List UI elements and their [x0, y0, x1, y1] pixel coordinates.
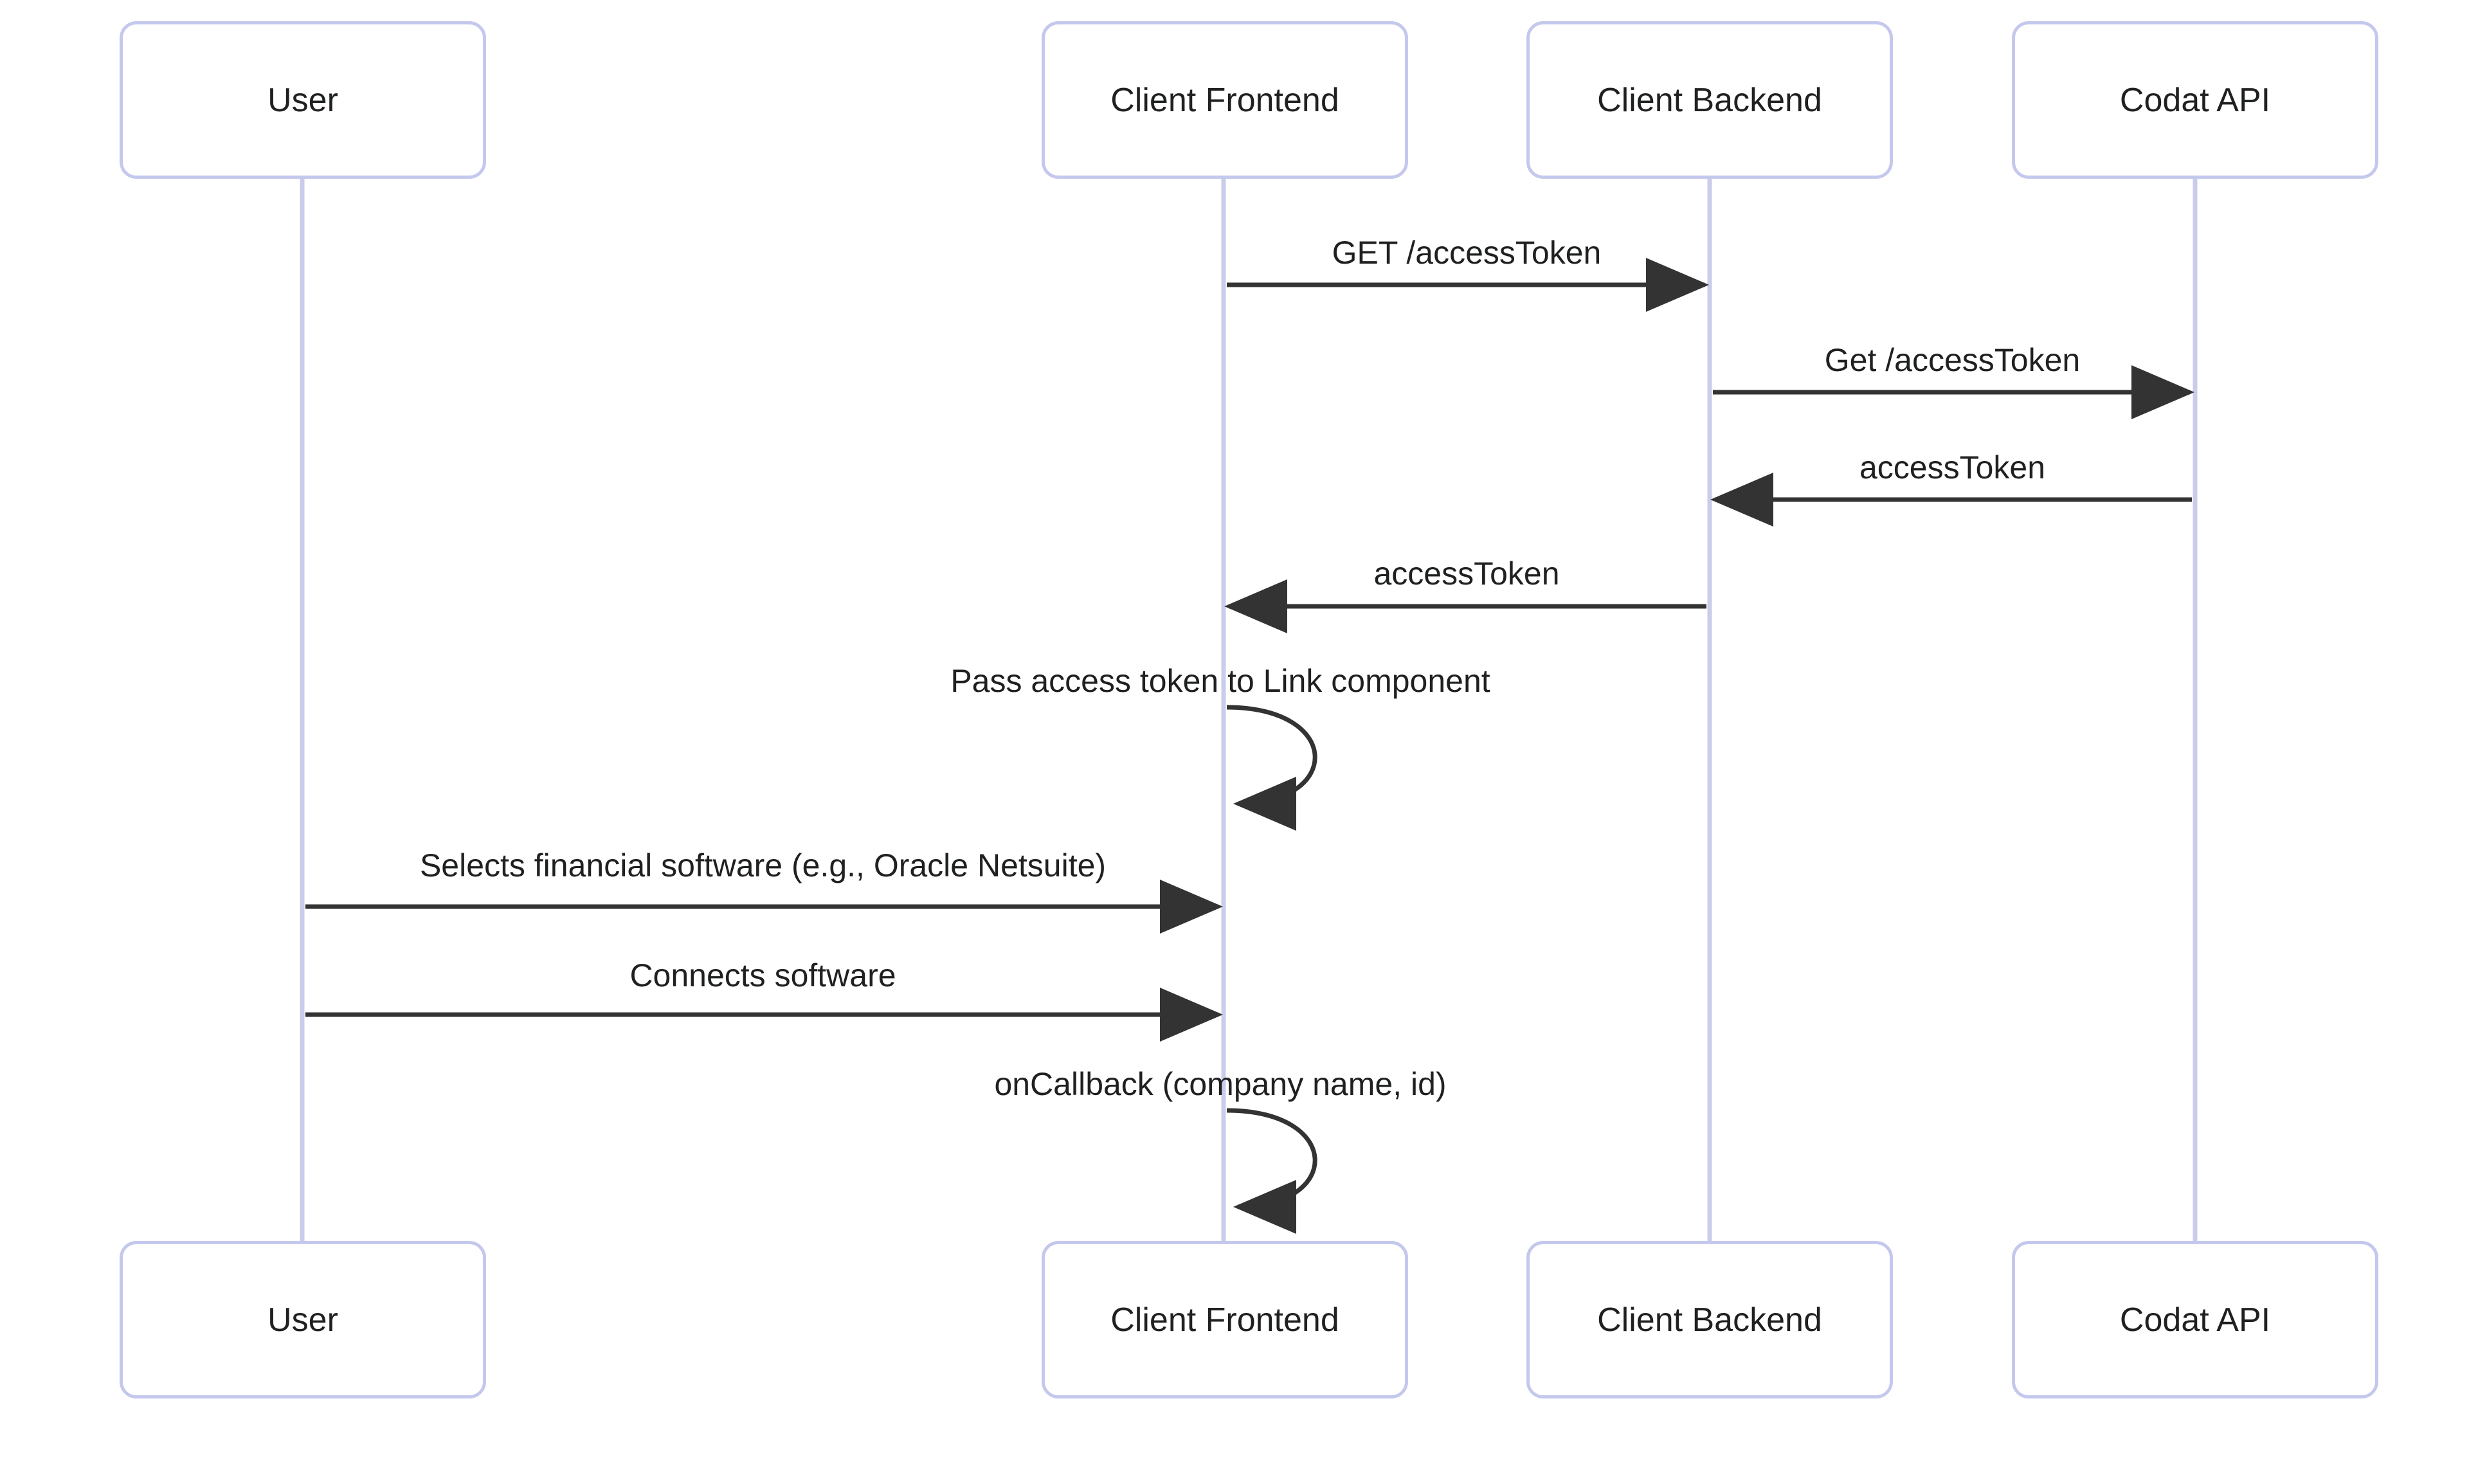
message-label-2: Get /accessToken — [1824, 342, 2081, 378]
participant-header-codat-api[interactable]: Codat API — [2012, 21, 2378, 179]
participant-label-client-backend: Client Backend — [1597, 81, 1822, 119]
participant-label-codat-api: Codat API — [2119, 1301, 2271, 1339]
participant-header-client-backend[interactable]: Client Backend — [1526, 21, 1893, 179]
participant-label-client-frontend: Client Frontend — [1110, 1301, 1339, 1339]
participant-footer-client-frontend[interactable]: Client Frontend — [1042, 1241, 1408, 1398]
message-label-1: GET /accessToken — [1332, 235, 1602, 271]
message-arrows-layer — [305, 258, 2194, 1234]
message-label-5: Pass access token to Link component — [950, 663, 1490, 699]
participant-header-user[interactable]: User — [120, 21, 486, 179]
participant-header-client-frontend[interactable]: Client Frontend — [1042, 21, 1408, 179]
message-label-4: accessToken — [1373, 556, 1560, 592]
participant-label-user: User — [267, 1301, 338, 1339]
participant-footer-codat-api[interactable]: Codat API — [2012, 1241, 2378, 1398]
message-label-6: Selects financial software (e.g., Oracle… — [419, 847, 1107, 883]
participant-label-user: User — [267, 81, 338, 119]
lifelines-layer — [300, 179, 2198, 1241]
self-message-arrow-8 — [1226, 1108, 1317, 1234]
message-label-7: Connects software — [629, 957, 896, 993]
message-label-3: accessToken — [1859, 449, 2046, 485]
participant-label-codat-api: Codat API — [2119, 81, 2271, 119]
participant-footer-client-backend[interactable]: Client Backend — [1526, 1241, 1893, 1398]
self-message-arrow-5 — [1226, 705, 1317, 831]
participant-footer-user[interactable]: User — [120, 1241, 486, 1398]
participant-label-client-backend: Client Backend — [1597, 1301, 1822, 1339]
participant-label-client-frontend: Client Frontend — [1110, 81, 1339, 119]
message-label-8: onCallback (company name, id) — [994, 1066, 1447, 1102]
